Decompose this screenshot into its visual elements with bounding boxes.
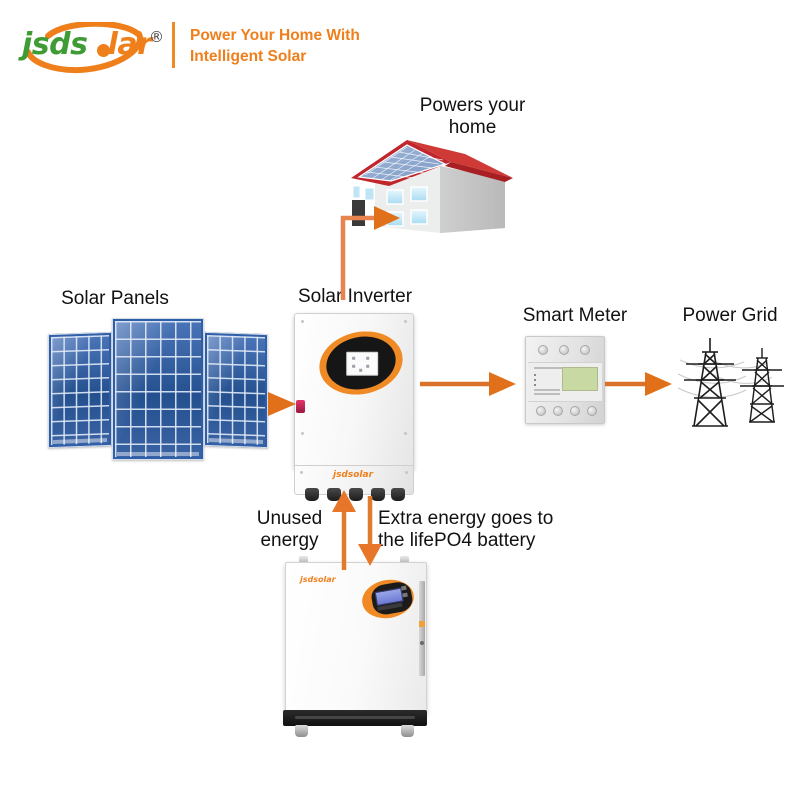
logo-text-secondary: lar	[107, 27, 152, 62]
smart-meter-label: Smart Meter	[522, 305, 628, 326]
battery-housing: jsdsolar	[285, 562, 427, 714]
inverter-brand-text: jsdsolar	[332, 470, 374, 480]
logo-sun-dot-icon	[97, 44, 110, 57]
battery-side-port	[420, 641, 424, 645]
extra-energy-line-2: the lifePO4 battery	[378, 530, 536, 552]
logo-text-primary: jsds	[22, 27, 88, 62]
meter-housing	[525, 336, 605, 424]
inverter-lcd-screen[interactable]	[346, 351, 379, 376]
house-label-line-2: home	[448, 117, 497, 139]
solar-panel-left-icon	[48, 331, 112, 449]
lifepo4-battery-cabinet-icon: jsdsolar	[283, 556, 427, 737]
unused-energy-label: Unused energy	[237, 508, 342, 553]
battery-base-plinth	[283, 710, 427, 726]
brand-tagline: Power Your Home With Intelligent Solar	[190, 26, 520, 68]
battery-foot-right	[401, 725, 414, 737]
registered-trademark-mark: ®	[149, 28, 164, 46]
house-with-solar-roof-icon	[351, 140, 513, 233]
inverter-display-ring	[313, 323, 409, 403]
solar-inverter-label: Solar Inverter	[297, 286, 413, 307]
logo-text: jsdsolar	[22, 27, 152, 62]
unused-energy-line-1: Unused	[256, 508, 323, 529]
inverter-dc-switch[interactable]	[296, 400, 305, 413]
solar-panels-label: Solar Panels	[61, 288, 169, 309]
battery-foot-left	[295, 725, 308, 737]
solar-panel-center-icon	[112, 318, 204, 460]
tagline-line-2: Intelligent Solar	[190, 47, 307, 65]
battery-top-tab-right	[400, 556, 409, 563]
battery-brand-text: jsdsolar	[300, 575, 336, 584]
transmission-tower-icon	[677, 338, 784, 427]
power-grid-label: Power Grid	[682, 305, 778, 326]
extra-energy-line-1: Extra energy goes to	[378, 508, 554, 529]
house-label: Powers your home	[390, 95, 555, 140]
house-label-line-1: Powers your	[419, 95, 526, 116]
battery-vent-slot	[295, 716, 415, 719]
meter-lcd-display	[562, 367, 598, 391]
solar-swoosh-logo-icon	[25, 22, 144, 74]
arrow-inverter-to-meter	[420, 372, 516, 396]
unused-energy-line-2: energy	[260, 530, 319, 552]
page-header: jsdsolar ® Power Your Home With Intellig…	[0, 0, 800, 88]
smart-meter-icon	[525, 336, 605, 424]
battery-top-tab-left	[299, 556, 308, 563]
solar-panel-right-icon	[204, 331, 268, 449]
inverter-upper-housing	[294, 313, 414, 470]
solar-inverter-icon: jsdsolar	[288, 313, 418, 501]
arrow-meter-to-grid	[605, 372, 672, 396]
brand-logo: jsdsolar ®	[18, 16, 178, 74]
header-divider	[172, 22, 175, 68]
battery-side-indicator	[419, 621, 425, 627]
tagline-line-1: Power Your Home With	[190, 27, 360, 44]
battery-display-ring	[359, 575, 417, 623]
extra-energy-label: Extra energy goes to the lifePO4 battery	[378, 508, 558, 553]
battery-side-rail	[419, 581, 425, 676]
